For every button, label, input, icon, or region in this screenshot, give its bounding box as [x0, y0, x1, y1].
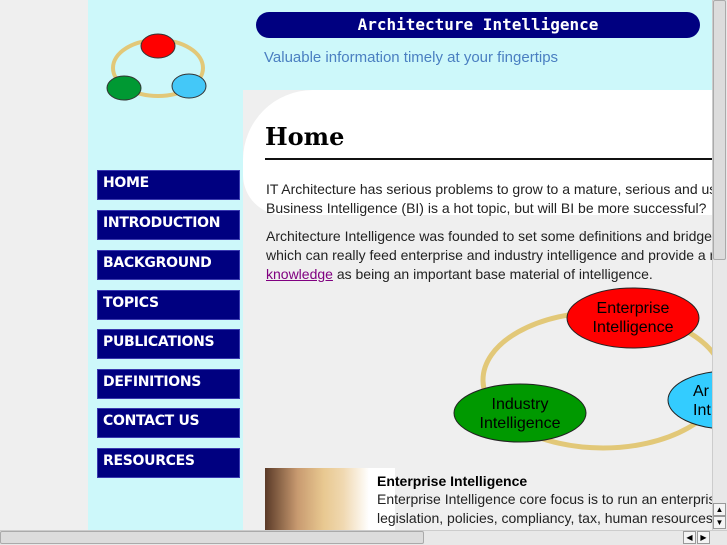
scroll-right-arrow-icon[interactable]: ▶ — [697, 531, 710, 544]
scroll-up-arrow-icon[interactable]: ▲ — [713, 503, 726, 516]
nav-definitions[interactable]: DEFINITIONS — [97, 369, 240, 399]
intro-line-1: IT Architecture has serious problems to … — [266, 181, 712, 197]
tagline: Valuable information timely at your fing… — [264, 49, 559, 66]
nav-resources[interactable]: RESOURCES — [97, 448, 240, 478]
main-content: Home IT Architecture has serious problem… — [243, 90, 712, 530]
knowledge-link[interactable]: knowledge — [266, 266, 333, 282]
vertical-scroll-thumb[interactable] — [713, 0, 726, 260]
section-line-1: Enterprise Intelligence core focus is to… — [377, 491, 712, 507]
intro-line-2: Business Intelligence (BI) is a hot topi… — [266, 200, 707, 216]
scroll-left-arrow-icon[interactable]: ◀ — [683, 531, 696, 544]
page-title: Home — [265, 122, 345, 151]
site-title-banner: Architecture Intelligence — [256, 12, 700, 38]
section-line-2: legislation, policies, compliancy, tax, … — [377, 510, 712, 526]
node-label: Intelligence — [592, 319, 674, 336]
people-photo — [265, 468, 395, 530]
scroll-down-arrow-icon[interactable]: ▼ — [713, 516, 726, 529]
section-title: Enterprise Intelligence — [377, 473, 528, 489]
content-header-bg — [243, 90, 712, 215]
para2-line-3: knowledge as being an important base mat… — [266, 265, 653, 284]
divider — [265, 158, 712, 160]
horizontal-scroll-thumb[interactable] — [0, 531, 424, 544]
node-label: Industry — [491, 396, 549, 413]
nav-topics[interactable]: TOPICS — [97, 290, 240, 320]
nav-background[interactable]: BACKGROUND — [97, 250, 240, 280]
nav-contact-us[interactable]: CONTACT US — [97, 408, 240, 438]
para2-rest: as being an important base material of i… — [332, 266, 653, 282]
node-label: Int — [693, 402, 711, 419]
node-label: Ar — [693, 383, 709, 400]
para2-line-1: Architecture Intelligence was founded to… — [266, 228, 712, 244]
para2-line-2: which can really feed enterprise and ind… — [266, 247, 712, 263]
nav-publications[interactable]: PUBLICATIONS — [97, 329, 240, 359]
logo — [106, 33, 207, 101]
nav-home[interactable]: HOME — [97, 170, 240, 200]
node-label: Intelligence — [479, 415, 561, 432]
node-label: Enterprise — [596, 300, 670, 317]
nav-introduction[interactable]: INTRODUCTION — [97, 210, 240, 240]
